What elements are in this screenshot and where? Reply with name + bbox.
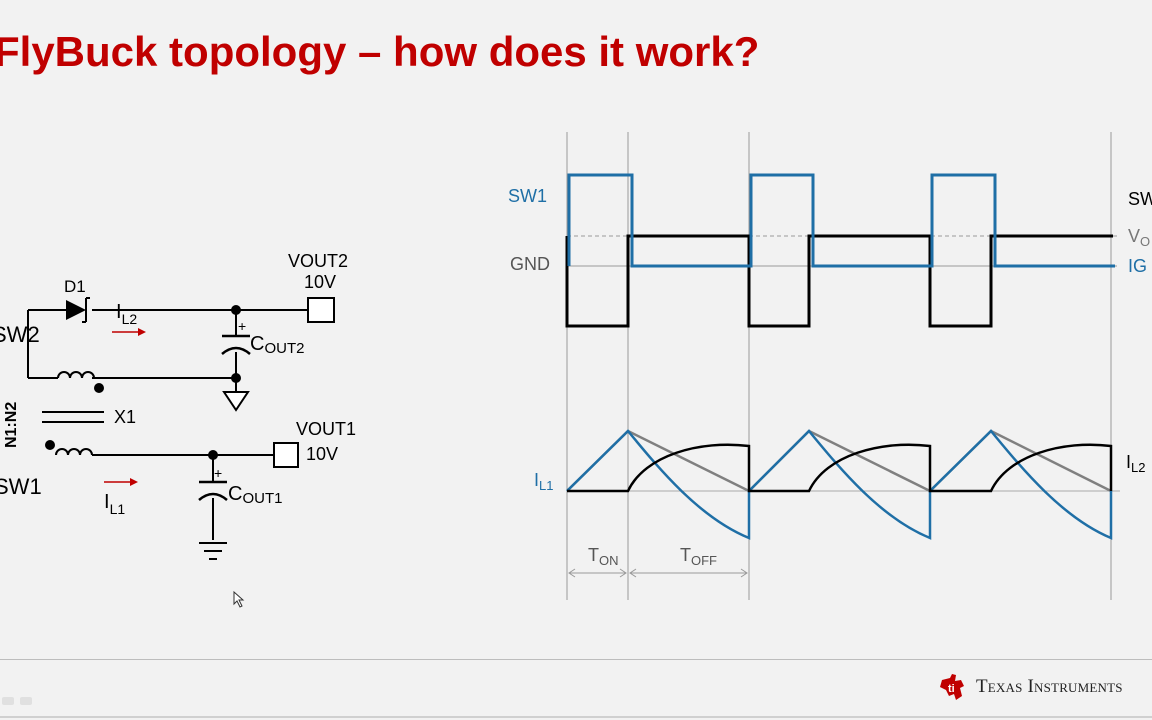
waveform-diagram: SW1 GND SW VO IG IL1 IL2 TON TOFF xyxy=(508,132,1152,600)
vout1-value: 10V xyxy=(306,444,338,464)
cout2-plus: + xyxy=(238,318,246,334)
cout2-label: COUT2 xyxy=(250,333,304,357)
il2-waveform xyxy=(567,443,1113,493)
ground-symbol xyxy=(199,542,227,560)
footer-divider xyxy=(0,659,1152,660)
d1-label: D1 xyxy=(64,277,86,296)
ground-symbol xyxy=(222,391,250,412)
svg-text:ti: ti xyxy=(948,683,955,695)
ti-logo: ti Texas Instruments xyxy=(938,672,1123,702)
n1n2-label: N1:N2 xyxy=(3,402,20,448)
flybuck-schematic: D1 IL2 VOUT2 10V + COUT2 SW2 X1 N1:N2 xyxy=(0,251,356,608)
il1-label: IL1 xyxy=(104,491,125,517)
il1-arrow xyxy=(104,478,138,486)
cout1-plus: + xyxy=(214,465,222,481)
il2-label: IL2 xyxy=(116,301,137,327)
ti-bug-icon: ti xyxy=(940,674,964,700)
sw1-wave-label: SW1 xyxy=(508,186,547,206)
mouse-cursor-icon xyxy=(233,590,245,608)
cout1-label: COUT1 xyxy=(228,483,282,507)
brand-name: Texas Instruments xyxy=(976,676,1123,697)
junction-dot xyxy=(208,450,218,460)
sw-right-label: SW xyxy=(1128,189,1152,209)
toff-label: TOFF xyxy=(680,545,717,568)
prev-slide-icon[interactable] xyxy=(2,697,14,705)
diode-d1 xyxy=(66,297,90,323)
secondary-winding xyxy=(57,371,95,379)
vout1-terminal xyxy=(273,442,299,468)
primary-winding xyxy=(55,448,93,456)
il2-wave-label: IL2 xyxy=(1126,452,1145,475)
slide-nav[interactable] xyxy=(2,697,32,705)
sw2-waveform xyxy=(565,234,1113,328)
bottom-border xyxy=(0,716,1152,718)
vo-right-label: VO xyxy=(1128,226,1150,249)
il2-arrow xyxy=(112,328,146,336)
ton-label: TON xyxy=(588,545,619,568)
next-slide-icon[interactable] xyxy=(20,697,32,705)
ig-right-label: IG xyxy=(1128,256,1147,276)
slide-title: FlyBuck topology – how does it work? xyxy=(0,28,760,75)
vout1-label: VOUT1 xyxy=(296,419,356,439)
gnd-label: GND xyxy=(510,254,550,274)
vout2-terminal xyxy=(307,297,335,323)
junction-dot xyxy=(231,305,241,315)
il1-wave-label: IL1 xyxy=(534,470,553,493)
capacitor-cout1 xyxy=(198,480,228,501)
polarity-dot xyxy=(45,440,55,450)
sw1-waveform xyxy=(567,173,1115,268)
capacitor-cout2 xyxy=(221,334,251,355)
sw2-label: SW2 xyxy=(0,322,40,347)
x1-label: X1 xyxy=(114,407,136,427)
polarity-dot xyxy=(94,383,104,393)
vout2-value: 10V xyxy=(304,272,336,292)
il1-waveform xyxy=(566,429,1113,540)
vout2-label: VOUT2 xyxy=(288,251,348,271)
sw1-node-label: SW1 xyxy=(0,474,42,499)
junction-dot xyxy=(231,373,241,383)
